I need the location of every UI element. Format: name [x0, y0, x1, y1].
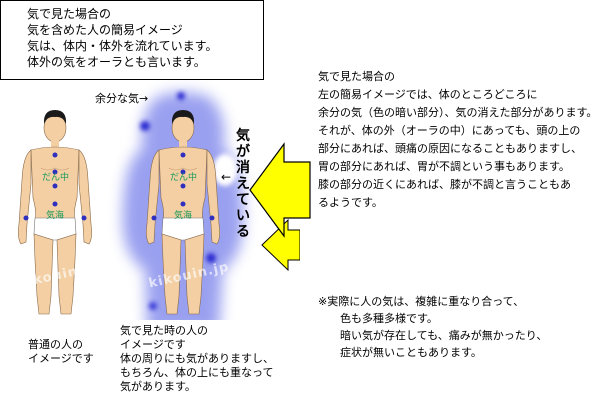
intro-line-3: 気は、体内・体外を流れています。 [27, 39, 218, 53]
yellow-arrow-icon [261, 218, 300, 272]
intro-line-2: 気を含めた人の簡易イメージ [27, 23, 183, 37]
dantian-label-right: だん中 [170, 173, 198, 183]
caption-normal: 普通の人の イメージです [28, 338, 94, 365]
explanation-text: 気で見た場合の 左の簡易イメージでは、体のところどころに 余分の気（色の暗い部分… [318, 70, 594, 209]
vanished-ki-label: 気 が 消 え て い る [236, 128, 250, 240]
big-left-arrow-icon [249, 142, 311, 238]
surplus-ki-label: 余分な気→ [95, 92, 149, 105]
normal-person-figure [17, 109, 93, 315]
intro-line-1: 気で見た場合の [27, 7, 112, 21]
body-figures-illustration [17, 92, 300, 320]
kikai-label-right: 気海 [174, 211, 193, 221]
note-text: ※実際に人の気は、複雑に重なり合って、 色も多種多様です。 暗い気が存在しても、… [318, 295, 548, 359]
intro-box: 気で見た場合の 気を含めた人の簡易イメージ 気は、体内・体外を流れています。 体… [0, 0, 264, 80]
intro-line-4: 体外の気をオーラとも言います。 [27, 55, 206, 69]
dantian-label-left: だん中 [42, 173, 70, 183]
caption-ki-view: 気で見た時の人の イメージです 体の周りにも気がありますし、 もちろん、体の上に… [120, 324, 274, 393]
vanished-arrow-label: ← [221, 170, 232, 184]
ki-person-figure [122, 92, 244, 320]
kikai-label-left: 気海 [46, 211, 65, 221]
